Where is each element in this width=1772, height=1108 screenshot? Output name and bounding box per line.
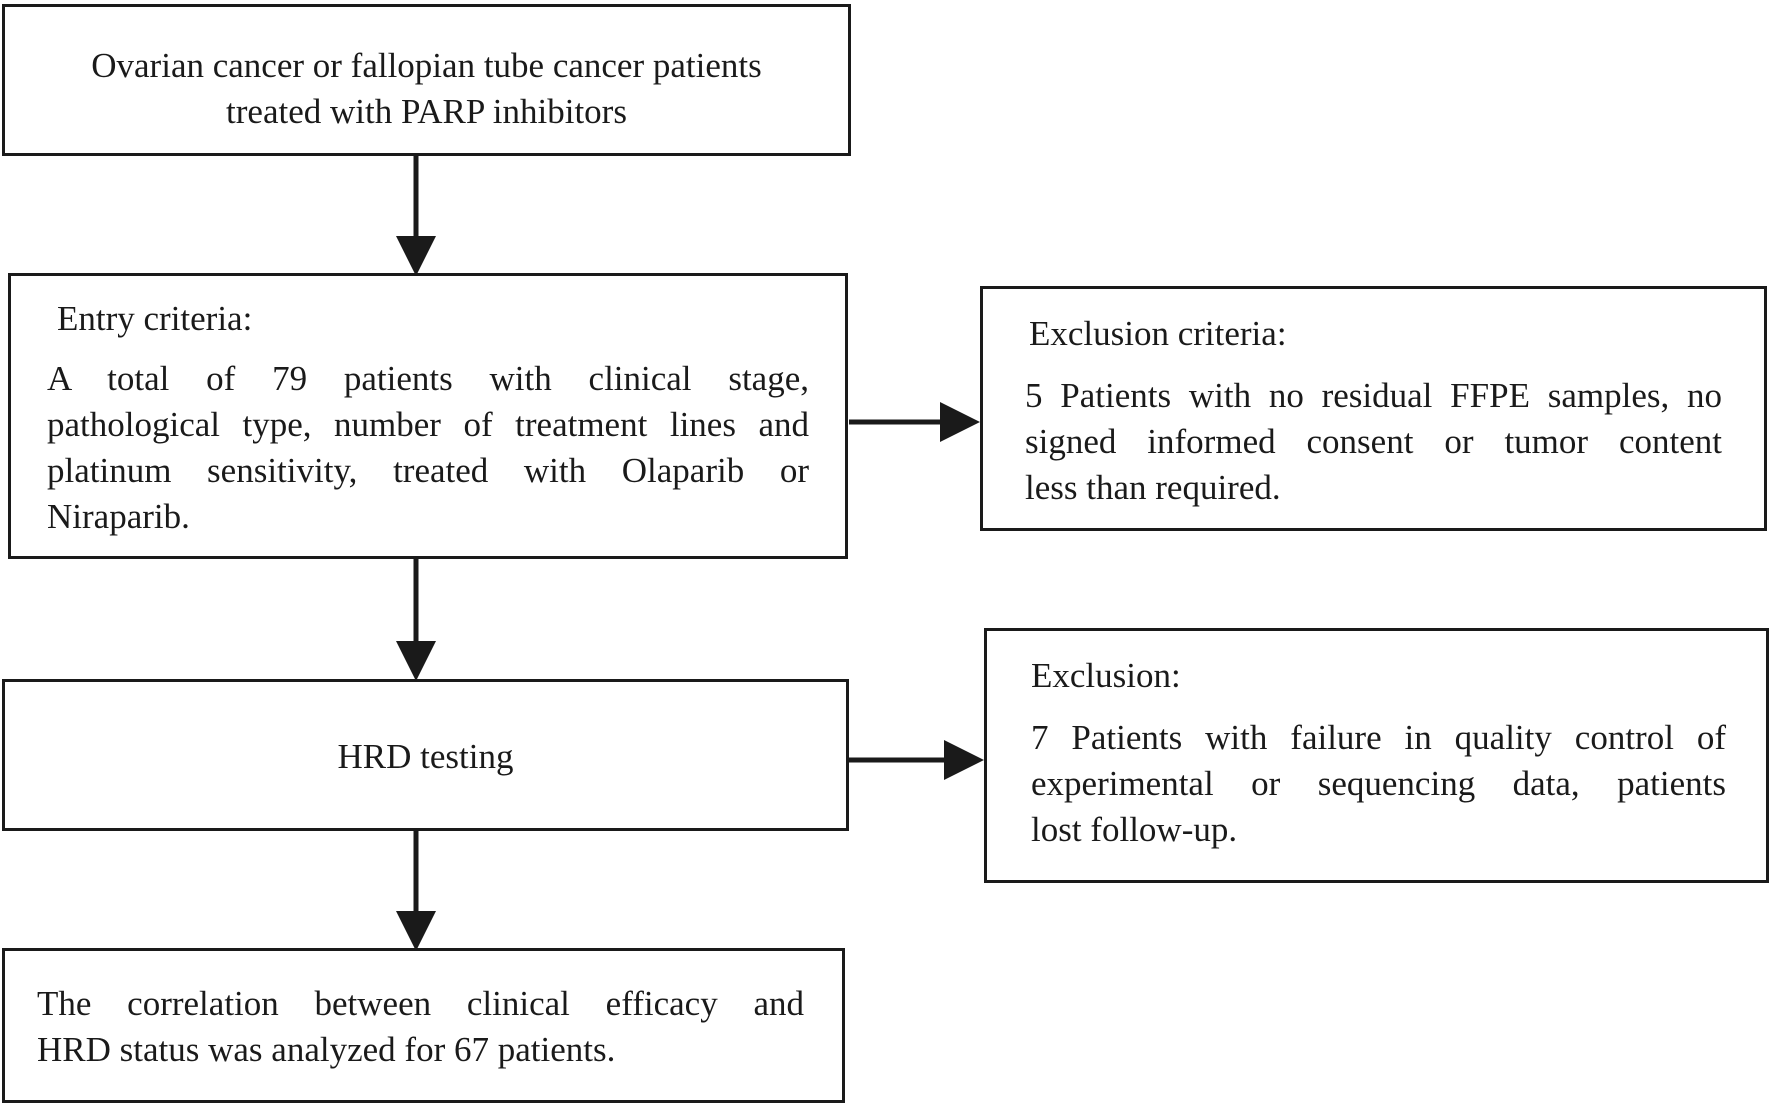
start-box: Ovarian cancer or fallopian tube cancer … xyxy=(2,4,851,156)
exclusion-box: Exclusion: 7 Patients with failure in qu… xyxy=(984,628,1769,883)
entry-heading: Entry criteria: xyxy=(57,299,253,338)
exclusion-criteria-box: Exclusion criteria: 5 Patients with no r… xyxy=(980,286,1767,531)
exclusion-criteria-heading: Exclusion criteria: xyxy=(1029,314,1287,353)
exclusion-line-2: experimental or sequencing data, patient… xyxy=(1031,764,1726,803)
entry-line-3: platinum sensitivity, treated with Olapa… xyxy=(47,451,809,490)
start-line-1: Ovarian cancer or fallopian tube cancer … xyxy=(91,46,762,85)
exclusion-criteria-line-2: signed informed consent or tumor content xyxy=(1025,422,1722,461)
exclusion-criteria-line-3: less than required. xyxy=(1025,468,1281,507)
exclusion-line-1: 7 Patients with failure in quality contr… xyxy=(1031,718,1726,757)
exclusion-line-3: lost follow-up. xyxy=(1031,810,1238,849)
exclusion-criteria-line-1: 5 Patients with no residual FFPE samples… xyxy=(1025,376,1722,415)
hrd-testing-box: HRD testing xyxy=(2,679,849,831)
start-line-2: treated with PARP inhibitors xyxy=(226,92,627,131)
result-line-2: HRD status was analyzed for 67 patients. xyxy=(37,1030,616,1069)
entry-line-1: A total of 79 patients with clinical sta… xyxy=(47,359,809,398)
result-box: The correlation between clinical efficac… xyxy=(2,948,845,1103)
entry-line-4: Niraparib. xyxy=(47,497,190,536)
result-line-1: The correlation between clinical efficac… xyxy=(37,984,804,1023)
entry-criteria-box: Entry criteria: A total of 79 patients w… xyxy=(8,273,848,559)
exclusion-heading: Exclusion: xyxy=(1031,656,1181,695)
entry-line-2: pathological type, number of treatment l… xyxy=(47,405,809,444)
hrd-testing-label: HRD testing xyxy=(337,737,514,776)
